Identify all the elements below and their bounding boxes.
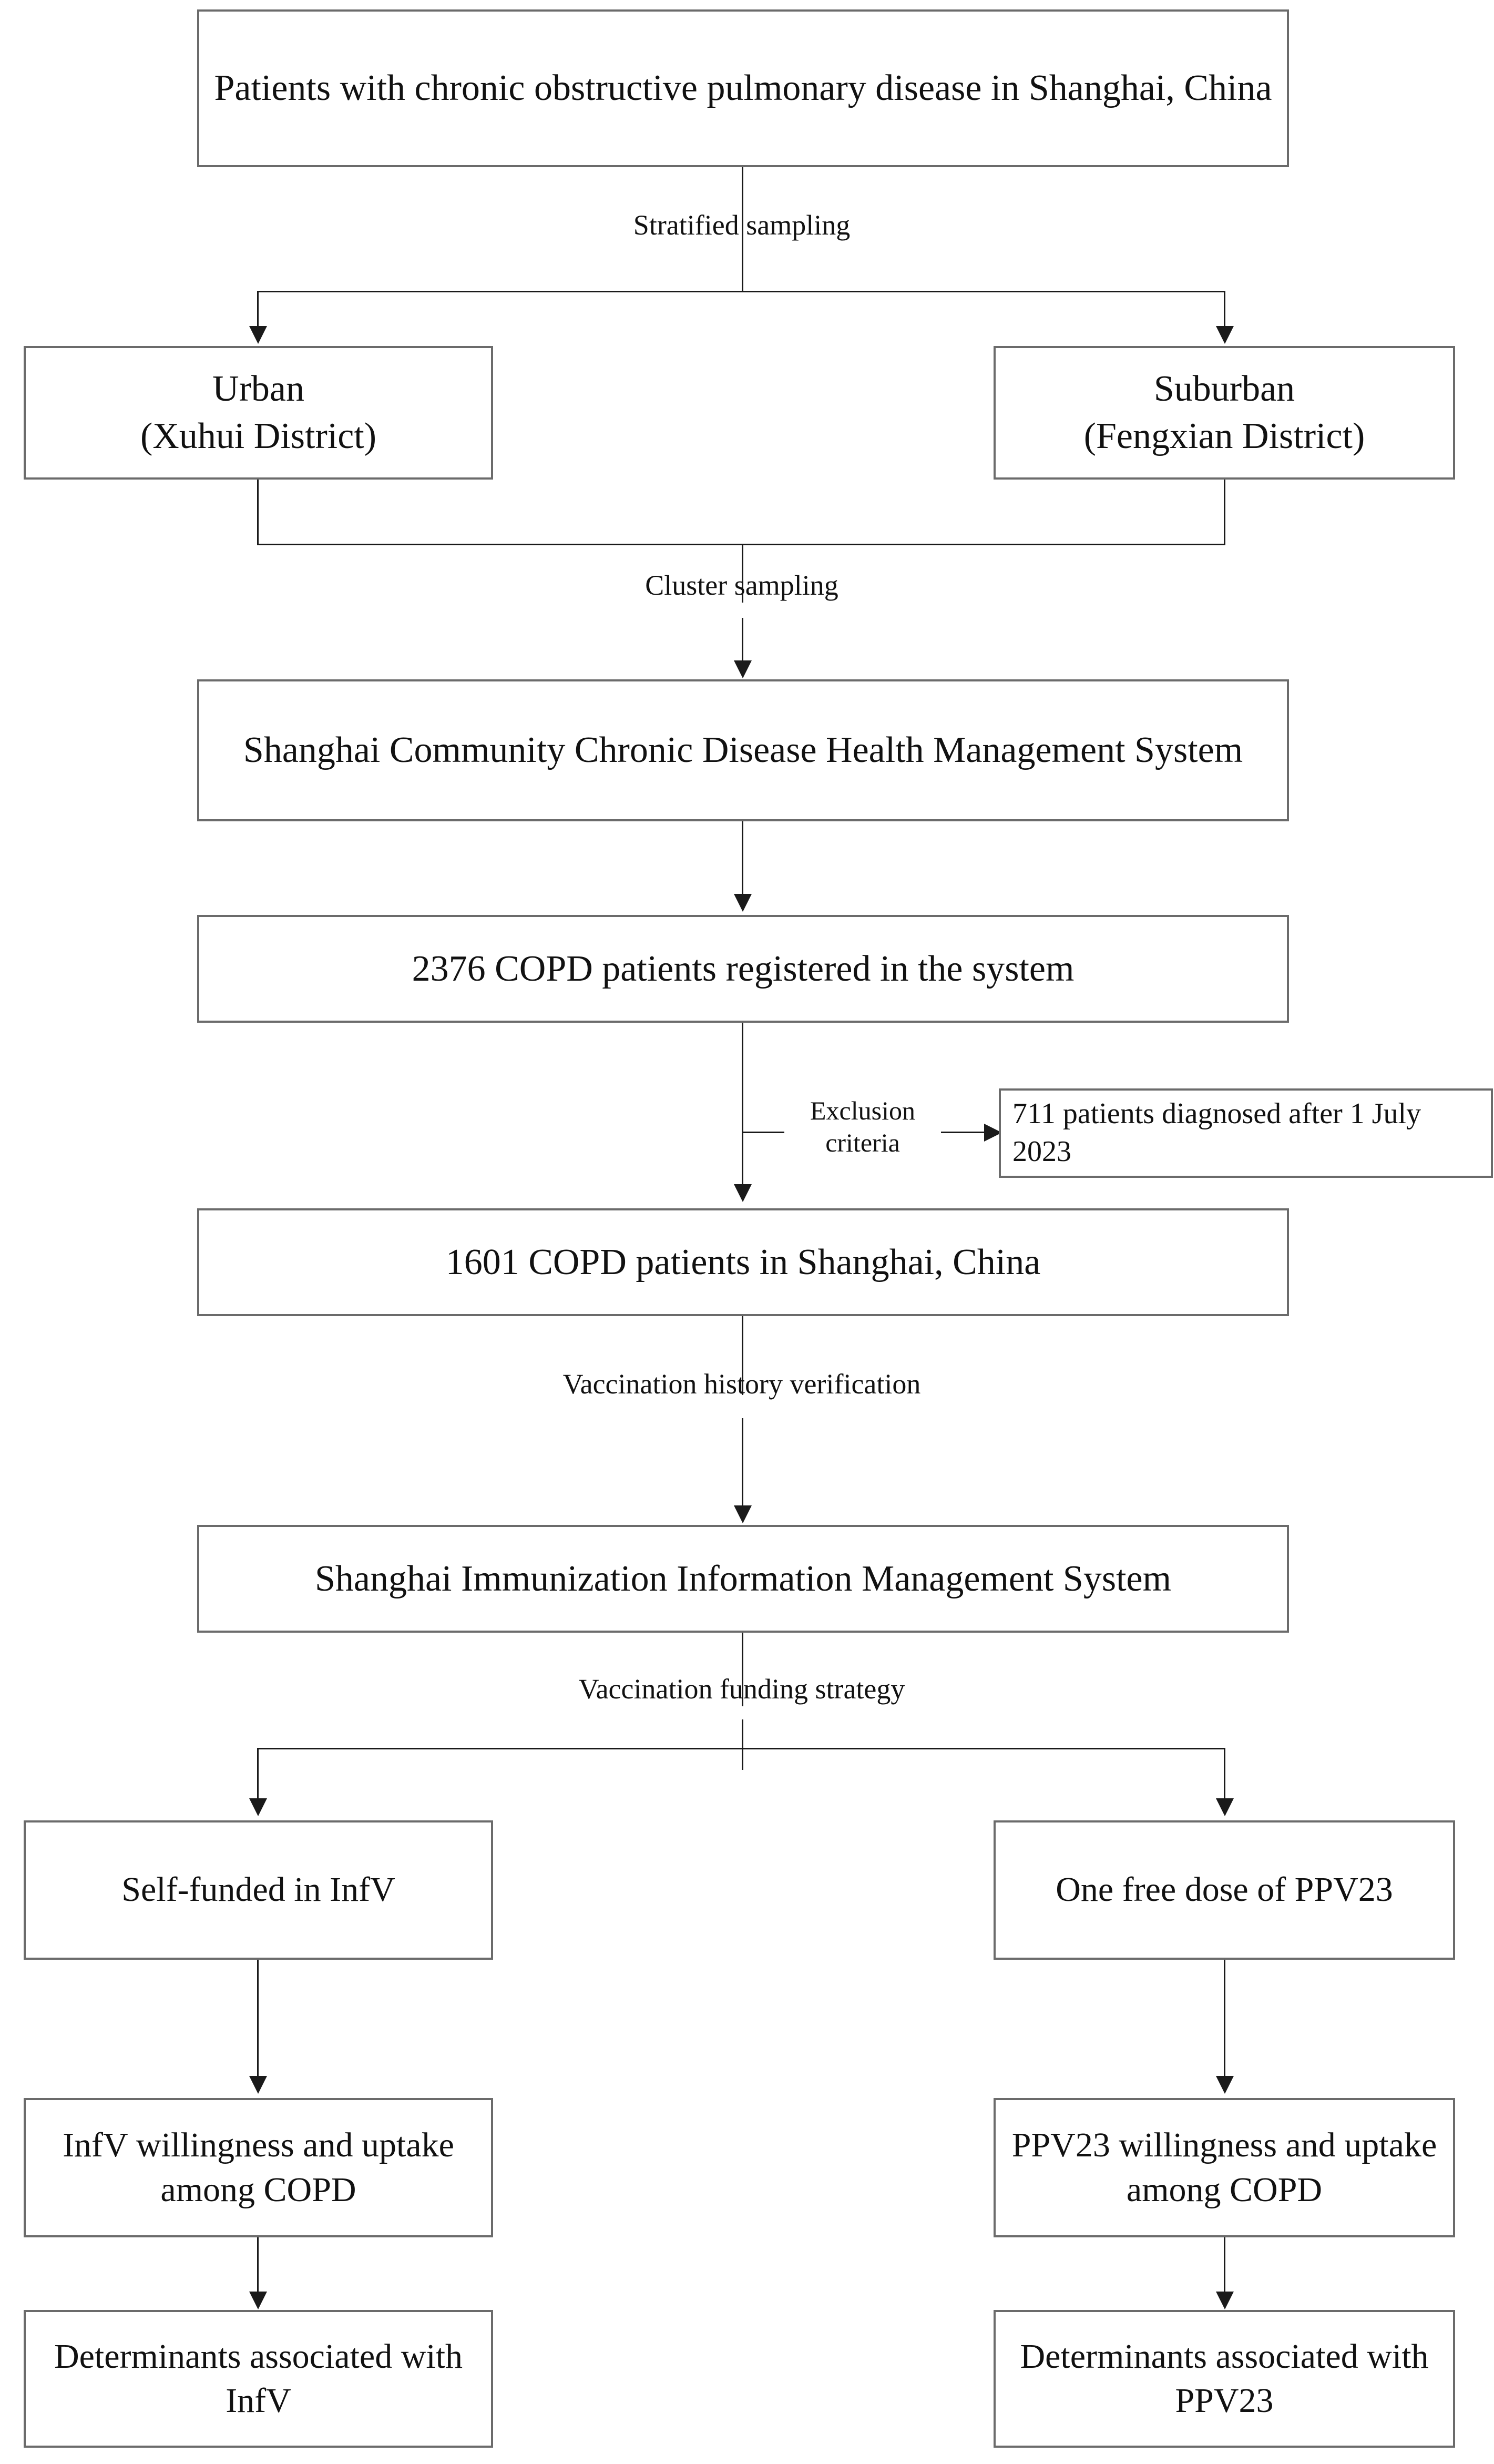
- node-ppv23-willingness: PPV23 willingness and uptake among COPD: [994, 2098, 1455, 2237]
- node-infv-determinants-label: Determinants associated with InfV: [54, 2337, 463, 2420]
- node-self-funded-infv: Self-funded in InfV: [24, 1820, 493, 1960]
- connector-infv-willingness-to-determinants: [257, 2237, 259, 2294]
- connector-immunization-down-lower: [742, 1719, 743, 1770]
- node-suburban: Suburban (Fengxian District): [994, 346, 1455, 480]
- node-included-patients-label: 1601 COPD patients in Shanghai, China: [445, 1241, 1041, 1282]
- node-excluded-patients: 711 patients diagnosed after 1 July 2023: [999, 1088, 1493, 1178]
- arrow-to-urban: [249, 326, 267, 344]
- node-infv-willingness-label: InfV willingness and uptake among COPD: [63, 2126, 454, 2209]
- connector-source-to-split: [742, 167, 743, 280]
- connector-suburban-down: [1224, 480, 1225, 545]
- node-free-ppv23-label: One free dose of PPV23: [1056, 1870, 1393, 1909]
- edge-label-exclusion-criteria: Exclusion criteria: [810, 1096, 915, 1157]
- connector-funding-left-drop: [257, 1748, 259, 1800]
- connector-merge-bar: [257, 544, 1225, 545]
- arrow-to-registered-patients: [734, 894, 752, 912]
- arrow-to-suburban: [1216, 326, 1234, 344]
- node-ppv23-determinants: Determinants associated with PPV23: [994, 2310, 1455, 2448]
- arrow-to-infv-determinants: [249, 2292, 267, 2309]
- connector-exclusion-stub: [743, 1132, 784, 1133]
- connector-included-to-immunization-upper: [742, 1316, 743, 1395]
- connector-system-to-registered: [742, 821, 743, 896]
- connector-split-bar: [257, 291, 1225, 292]
- connector-split-left-drop: [257, 291, 259, 328]
- node-source-population: Patients with chronic obstructive pulmon…: [197, 9, 1289, 167]
- node-suburban-label: Suburban (Fengxian District): [1083, 369, 1365, 456]
- node-excluded-patients-label: 711 patients diagnosed after 1 July 2023: [1012, 1097, 1421, 1168]
- arrow-to-immunization-system: [734, 1505, 752, 1523]
- arrow-to-self-funded: [249, 1798, 267, 1816]
- edge-label-cluster-sampling: Cluster sampling: [645, 569, 838, 601]
- connector-registered-to-included: [742, 1023, 743, 1186]
- node-source-population-label: Patients with chronic obstructive pulmon…: [214, 68, 1272, 109]
- node-immunization-system: Shanghai Immunization Information Manage…: [197, 1525, 1289, 1633]
- node-self-funded-infv-label: Self-funded in InfV: [121, 1870, 395, 1909]
- connector-ppv23-willingness-to-determinants: [1224, 2237, 1225, 2294]
- arrow-to-ppv23-willingness: [1216, 2076, 1234, 2094]
- node-ppv23-willingness-label: PPV23 willingness and uptake among COPD: [1011, 2126, 1437, 2209]
- edge-label-vaccination-history: Vaccination history verification: [562, 1368, 921, 1400]
- node-included-patients: 1601 COPD patients in Shanghai, China: [197, 1208, 1289, 1316]
- connector-self-funded-to-willingness: [257, 1960, 259, 2078]
- connector-exclusion-arrow-line: [941, 1132, 988, 1133]
- arrow-to-ppv23-determinants: [1216, 2292, 1234, 2309]
- node-infv-willingness: InfV willingness and uptake among COPD: [24, 2098, 493, 2237]
- node-infv-determinants: Determinants associated with InfV: [24, 2310, 493, 2448]
- node-urban-label: Urban (Xuhui District): [140, 369, 377, 456]
- node-registered-patients: 2376 COPD patients registered in the sys…: [197, 915, 1289, 1023]
- node-registered-patients-label: 2376 COPD patients registered in the sys…: [412, 948, 1075, 989]
- node-urban: Urban (Xuhui District): [24, 346, 493, 480]
- node-ppv23-determinants-label: Determinants associated with PPV23: [1020, 2337, 1429, 2420]
- connector-urban-down: [257, 480, 259, 545]
- arrow-to-infv-willingness: [249, 2076, 267, 2094]
- edge-label-stratified-sampling: Stratified sampling: [633, 209, 851, 241]
- connector-funding-right-drop: [1224, 1748, 1225, 1800]
- arrow-to-included-patients: [734, 1184, 752, 1202]
- connector-merge-stem-lower: [742, 618, 743, 663]
- connector-funding-split-bar: [257, 1748, 1225, 1749]
- connector-merge-stem: [742, 544, 743, 603]
- connector-included-to-immunization-lower: [742, 1418, 743, 1508]
- arrow-to-management-system: [734, 660, 752, 678]
- connector-split-right-drop: [1224, 291, 1225, 328]
- node-management-system-label: Shanghai Community Chronic Disease Healt…: [243, 730, 1243, 771]
- node-free-ppv23: One free dose of PPV23: [994, 1820, 1455, 1960]
- arrow-to-free-ppv23: [1216, 1798, 1234, 1816]
- connector-ppv23-to-willingness: [1224, 1960, 1225, 2078]
- node-management-system: Shanghai Community Chronic Disease Healt…: [197, 679, 1289, 821]
- edge-label-funding-strategy: Vaccination funding strategy: [578, 1673, 905, 1705]
- connector-immunization-down: [742, 1633, 743, 1706]
- node-immunization-system-label: Shanghai Immunization Information Manage…: [314, 1558, 1172, 1599]
- connector-split-stem-lower: [742, 258, 743, 292]
